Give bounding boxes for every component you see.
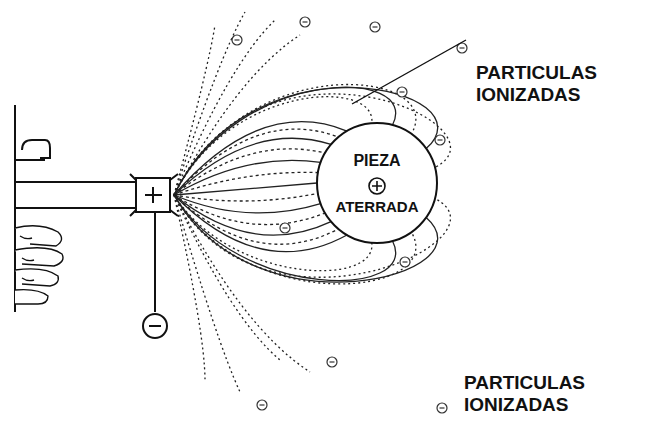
field-line bbox=[174, 195, 240, 392]
field-line bbox=[174, 195, 310, 372]
piece-label: PIEZA bbox=[351, 152, 402, 170]
field-lines bbox=[174, 12, 450, 392]
field-line bbox=[174, 25, 215, 195]
grounded-piece bbox=[317, 123, 437, 243]
field-line bbox=[174, 195, 321, 213]
grounded-piece: PIEZA ATERRADA bbox=[317, 123, 437, 243]
ion-sign bbox=[260, 404, 265, 405]
ion-particle bbox=[435, 135, 445, 145]
field-line bbox=[174, 183, 317, 195]
ion-sign bbox=[438, 139, 443, 140]
positive-symbol bbox=[369, 178, 385, 194]
ion-sign bbox=[400, 91, 405, 92]
ion-particle bbox=[400, 257, 410, 267]
ion-particle bbox=[437, 403, 447, 413]
ion-sign bbox=[330, 361, 335, 362]
particle-label: PARTICULAS IONIZADAS bbox=[462, 372, 616, 416]
field-line bbox=[174, 138, 331, 195]
positive-symbol bbox=[372, 181, 382, 191]
ion-particle bbox=[370, 22, 380, 32]
ion-particles bbox=[232, 17, 467, 413]
ion-particle bbox=[280, 223, 290, 233]
piece-label: ATERRADA bbox=[333, 199, 420, 216]
ion-sign bbox=[283, 227, 288, 228]
ion-particle bbox=[232, 35, 242, 45]
field-line bbox=[174, 195, 205, 380]
hand bbox=[15, 226, 63, 304]
field-line bbox=[174, 195, 450, 277]
ion-sign bbox=[303, 21, 308, 22]
field-line bbox=[174, 195, 325, 225]
particle-label: PARTICULAS IONIZADAS bbox=[474, 62, 628, 106]
ion-sign bbox=[373, 26, 378, 27]
ion-sign bbox=[440, 407, 445, 408]
ion-particle bbox=[327, 357, 337, 367]
field-line bbox=[174, 193, 318, 201]
ion-particle bbox=[257, 400, 267, 410]
field-line bbox=[174, 35, 300, 195]
spray-gun bbox=[15, 105, 178, 338]
field-line bbox=[174, 12, 245, 195]
ion-sign bbox=[460, 47, 465, 48]
field-line bbox=[174, 160, 321, 195]
leader-line bbox=[352, 40, 466, 104]
ion-sign bbox=[403, 261, 408, 262]
ion-particle bbox=[397, 87, 407, 97]
field-line bbox=[174, 195, 280, 360]
ion-sign bbox=[235, 39, 240, 40]
ion-particle bbox=[300, 17, 310, 27]
field-line bbox=[174, 195, 338, 244]
